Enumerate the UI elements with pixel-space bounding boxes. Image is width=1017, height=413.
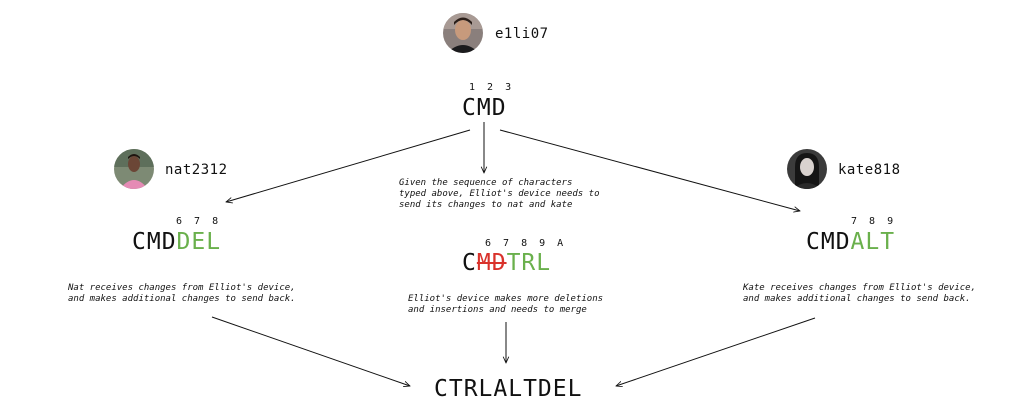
username-kate: kate818	[838, 162, 901, 178]
person-photo-icon	[787, 149, 827, 189]
text-right: CMDALT	[806, 229, 895, 255]
text-right-base: CMD	[806, 229, 851, 255]
text-left-added: DEL	[176, 229, 222, 255]
note-top: Given the sequence of characters typed a…	[399, 178, 600, 210]
text-middle-deleted: MD	[476, 250, 507, 276]
indices-top: 1 2 3	[469, 82, 515, 93]
text-top-cmd: CMD	[462, 95, 507, 121]
avatar-elliot	[443, 13, 483, 53]
text-result: CTRLALTDEL	[434, 376, 583, 402]
person-photo-icon	[114, 149, 154, 189]
username-elliot: e1li07	[495, 26, 549, 42]
indices-right: 7 8 9	[851, 216, 897, 227]
text-middle-added: TRL	[506, 250, 552, 276]
username-nat: nat2312	[165, 162, 228, 178]
arrow-elliot-to-nat	[226, 129, 471, 202]
note-left: Nat receives changes from Elliot's devic…	[68, 283, 296, 304]
avatar-nat	[114, 149, 154, 189]
text-middle: CMDTRL	[462, 250, 551, 276]
arrow-kate-to-result	[616, 317, 816, 386]
text-left: CMDDEL	[132, 229, 221, 255]
text-middle-base: C	[462, 250, 477, 276]
indices-left: 6 7 8	[176, 216, 222, 227]
arrow-nat-to-result	[211, 316, 410, 386]
text-right-added: ALT	[850, 229, 896, 255]
avatar-kate	[787, 149, 827, 189]
indices-middle: 6 7 8 9 A	[485, 238, 567, 249]
note-middle: Elliot's device makes more deletions and…	[408, 294, 604, 315]
note-right: Kate receives changes from Elliot's devi…	[743, 283, 976, 304]
arrow-elliot-to-kate	[499, 129, 800, 211]
text-left-base: CMD	[132, 229, 177, 255]
person-photo-icon	[443, 13, 483, 53]
